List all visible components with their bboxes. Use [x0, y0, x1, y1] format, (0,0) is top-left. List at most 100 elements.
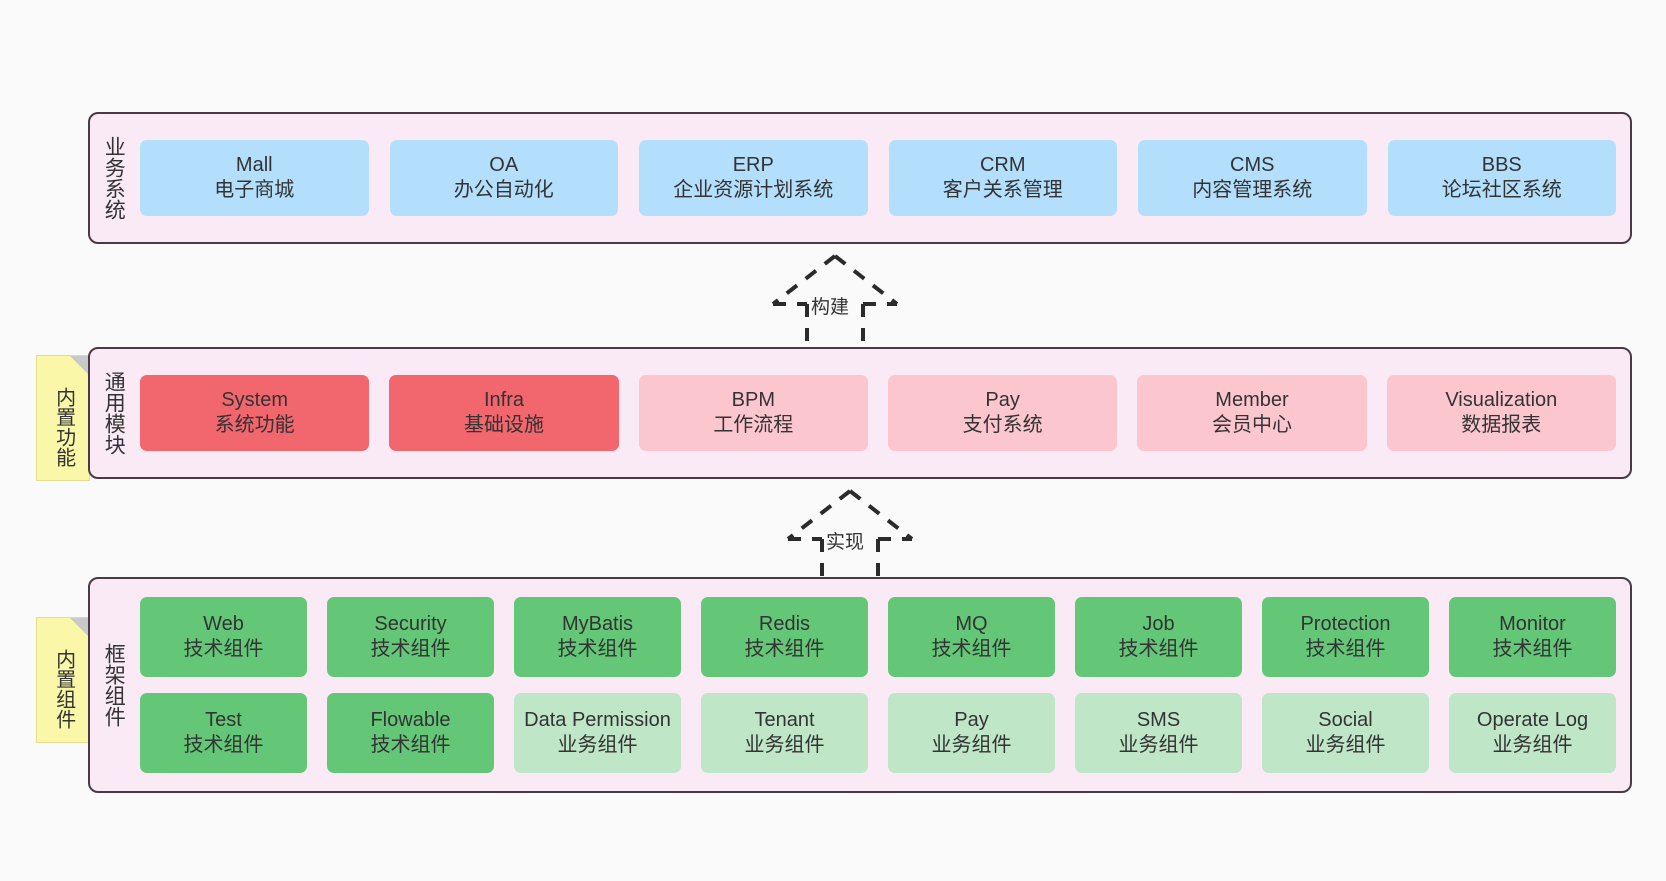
- module-desc: 办公自动化: [453, 179, 554, 201]
- note-builtin-function: 内置功能: [36, 355, 90, 481]
- module-name: Data Permission: [524, 708, 671, 731]
- module-desc: 技术组件: [370, 638, 451, 660]
- module-name: Social: [1318, 708, 1373, 731]
- business-system-layer: 业务系统 Mall 电子商城 OA 办公自动化 ERP 企业资源计划系统 CRM 客户关系管理…: [88, 112, 1632, 244]
- module-desc: 内容管理系统: [1192, 179, 1313, 201]
- module-desc: 工作流程: [713, 414, 794, 436]
- framework-module-mybatis[interactable]: MyBatis 技术组件: [514, 597, 681, 677]
- business-module-oa[interactable]: OA 办公自动化: [389, 140, 618, 216]
- generalization-arrow-build: 构建: [745, 252, 925, 347]
- module-name: CMS: [1230, 153, 1275, 176]
- module-name: MyBatis: [561, 612, 634, 635]
- module-name: OA: [489, 153, 519, 176]
- module-name: Security: [374, 612, 447, 635]
- module-name: Operate Log: [1476, 708, 1589, 731]
- module-desc: 业务组件: [1305, 734, 1386, 756]
- module-desc: 技术组件: [931, 638, 1012, 660]
- module-desc: 电子商城: [214, 179, 295, 201]
- common-module-infra[interactable]: Infra 基础设施: [389, 375, 619, 451]
- module-desc: 技术组件: [744, 638, 825, 660]
- business-layer-body: Mall 电子商城 OA 办公自动化 ERP 企业资源计划系统 CRM 客户关系管理 CMS 内容…: [136, 114, 1630, 242]
- module-name: Pay: [954, 708, 989, 731]
- module-name: Member: [1215, 388, 1289, 411]
- module-desc: 客户关系管理: [942, 179, 1063, 201]
- common-layer-title: 通用模块: [102, 371, 126, 455]
- module-name: SMS: [1136, 708, 1181, 731]
- module-desc: 技术组件: [1492, 638, 1573, 660]
- module-name: MQ: [955, 612, 988, 635]
- implement-arrow-label: 实现: [824, 527, 867, 554]
- module-name: Web: [203, 612, 244, 635]
- framework-module-test[interactable]: Test 技术组件: [140, 693, 307, 773]
- module-desc: 业务组件: [557, 734, 638, 756]
- module-desc: 企业资源计划系统: [673, 179, 834, 201]
- framework-module-data-permission[interactable]: Data Permission 业务组件: [514, 693, 681, 773]
- module-desc: 基础设施: [463, 414, 544, 436]
- business-module-bbs[interactable]: BBS 论坛社区系统: [1387, 140, 1616, 216]
- module-desc: 论坛社区系统: [1441, 179, 1562, 201]
- framework-module-protection[interactable]: Protection 技术组件: [1262, 597, 1429, 677]
- build-arrow-label: 构建: [809, 292, 852, 319]
- module-name: Tenant: [754, 708, 815, 731]
- module-name: BPM: [731, 388, 775, 411]
- business-module-erp[interactable]: ERP 企业资源计划系统: [639, 140, 868, 216]
- common-module-pay[interactable]: Pay 支付系统: [887, 375, 1118, 451]
- framework-module-mq[interactable]: MQ 技术组件: [888, 597, 1055, 677]
- module-desc: 技术组件: [183, 734, 264, 756]
- module-name: Pay: [985, 388, 1020, 411]
- framework-module-operate-log[interactable]: Operate Log 业务组件: [1449, 693, 1616, 773]
- note-builtin-function-label: 内置功能: [52, 387, 75, 467]
- module-desc: 业务组件: [931, 734, 1012, 756]
- module-desc: 业务组件: [1492, 734, 1573, 756]
- module-name: Visualization: [1445, 388, 1558, 411]
- note-builtin-component: 内置组件: [36, 617, 90, 743]
- framework-module-social[interactable]: Social 业务组件: [1262, 693, 1429, 773]
- module-name: Test: [205, 708, 242, 731]
- common-module-bpm[interactable]: BPM 工作流程: [638, 375, 868, 451]
- note-fold-corner-icon: [70, 618, 89, 637]
- business-module-cms[interactable]: CMS 内容管理系统: [1138, 140, 1367, 216]
- module-desc: 系统功能: [214, 414, 295, 436]
- module-name: CRM: [979, 153, 1026, 176]
- module-desc: 技术组件: [557, 638, 638, 660]
- module-name: Job: [1142, 612, 1175, 635]
- framework-module-job[interactable]: Job 技术组件: [1075, 597, 1242, 677]
- business-layer-title: 业务系统: [102, 136, 126, 220]
- common-module-member[interactable]: Member 会员中心: [1137, 375, 1367, 451]
- framework-layer-title: 框架组件: [102, 643, 126, 727]
- module-desc: 会员中心: [1211, 414, 1292, 436]
- common-layer-row: System 系统功能 Infra 基础设施 BPM 工作流程 Pay 支付系统 Member 会…: [140, 375, 1616, 451]
- module-desc: 业务组件: [744, 734, 825, 756]
- common-module-system[interactable]: System 系统功能: [140, 375, 370, 451]
- module-desc: 业务组件: [1118, 734, 1199, 756]
- module-desc: 支付系统: [962, 414, 1043, 436]
- note-builtin-component-label: 内置组件: [52, 649, 75, 729]
- module-name: BBS: [1481, 153, 1522, 176]
- module-name: Mall: [235, 153, 273, 176]
- framework-module-pay[interactable]: Pay 业务组件: [888, 693, 1055, 773]
- business-module-crm[interactable]: CRM 客户关系管理: [888, 140, 1117, 216]
- module-desc: 技术组件: [1305, 638, 1386, 660]
- common-module-layer: 通用模块 System 系统功能 Infra 基础设施 BPM 工作流程 Pay 支付系统 Me…: [88, 347, 1632, 479]
- framework-module-sms[interactable]: SMS 业务组件: [1075, 693, 1242, 773]
- common-layer-body: System 系统功能 Infra 基础设施 BPM 工作流程 Pay 支付系统 Member 会…: [136, 349, 1630, 477]
- module-name: Flowable: [370, 708, 451, 731]
- business-module-mall[interactable]: Mall 电子商城: [140, 140, 369, 216]
- module-name: Infra: [483, 388, 524, 411]
- module-name: System: [221, 388, 288, 411]
- business-layer-row: Mall 电子商城 OA 办公自动化 ERP 企业资源计划系统 CRM 客户关系管理 CMS 内容…: [140, 140, 1616, 216]
- note-fold-corner-icon: [70, 356, 89, 375]
- module-name: ERP: [732, 153, 774, 176]
- framework-module-security[interactable]: Security 技术组件: [327, 597, 494, 677]
- module-desc: 技术组件: [1118, 638, 1199, 660]
- framework-module-tenant[interactable]: Tenant 业务组件: [701, 693, 868, 773]
- module-name: Protection: [1300, 612, 1391, 635]
